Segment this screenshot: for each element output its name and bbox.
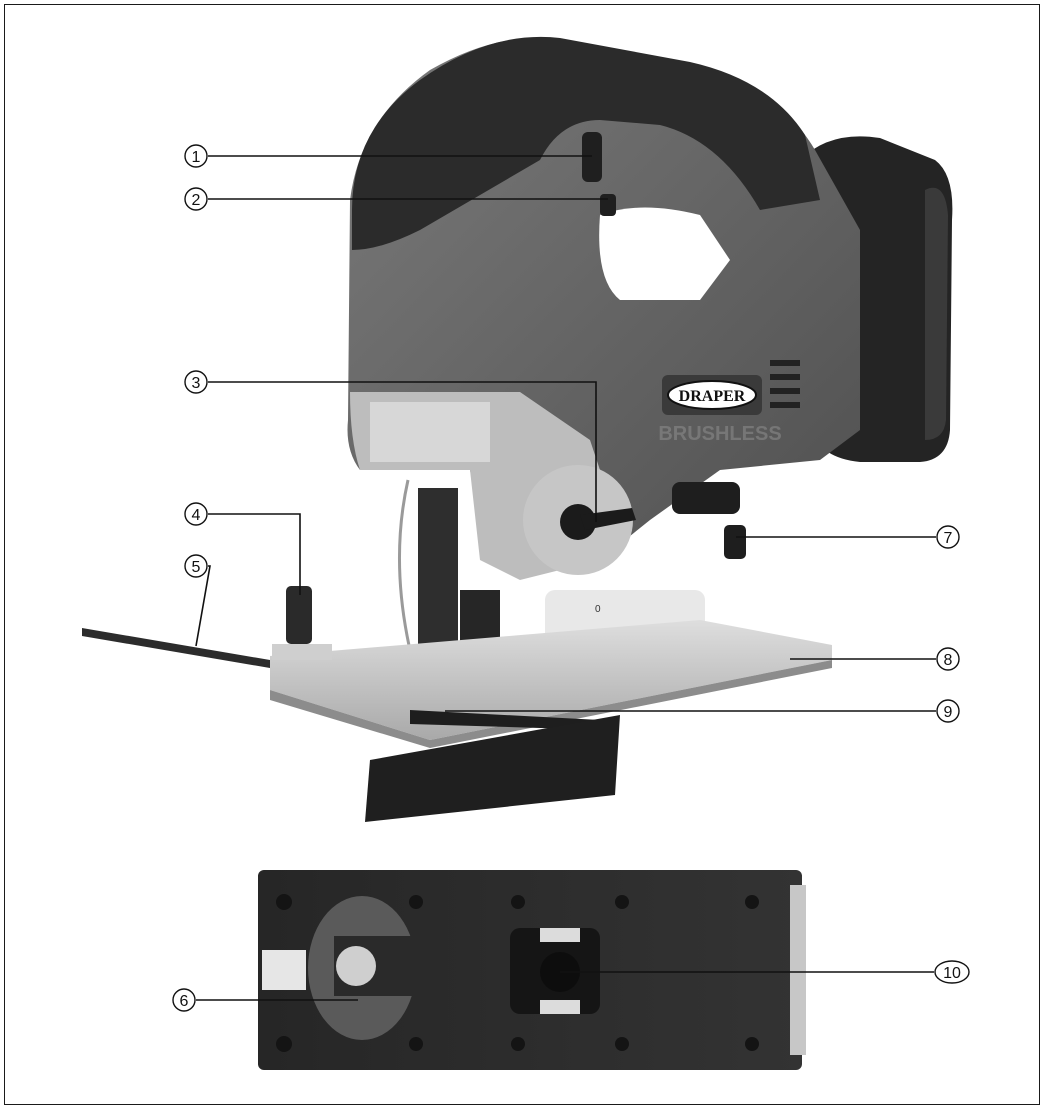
orbital-lever bbox=[580, 508, 636, 530]
callout-6: 6 bbox=[172, 988, 196, 1012]
bevel-zero-label: 0 bbox=[595, 604, 601, 615]
logo-oval bbox=[667, 380, 757, 410]
callout-2: 2 bbox=[184, 187, 208, 211]
blade-slot bbox=[262, 950, 306, 990]
callout-9: 9 bbox=[936, 699, 960, 723]
svg-text:2: 2 bbox=[192, 192, 201, 209]
base-edge bbox=[790, 885, 806, 1055]
callout-5: 5 bbox=[184, 554, 208, 578]
svg-text:9: 9 bbox=[944, 704, 953, 721]
trigger-lock-button bbox=[582, 132, 602, 182]
dust-port-lever bbox=[724, 525, 746, 559]
trigger-switch bbox=[600, 194, 616, 216]
mounting-holes bbox=[276, 894, 759, 1052]
svg-text:4: 4 bbox=[192, 507, 201, 524]
safety-guard-wire bbox=[398, 479, 412, 651]
speed-dial bbox=[672, 482, 740, 514]
brushless-text: BRUSHLESS bbox=[658, 423, 781, 445]
svg-text:6: 6 bbox=[180, 993, 189, 1010]
handle-grip bbox=[352, 36, 820, 251]
svg-text:5: 5 bbox=[192, 559, 201, 576]
callout-3: 3 bbox=[184, 370, 208, 394]
guide-fence bbox=[365, 715, 620, 822]
blade-clamp-roller bbox=[336, 946, 376, 986]
orbital-lever-knob bbox=[560, 504, 596, 540]
guide-clamp bbox=[272, 644, 332, 660]
guide-lock-screw bbox=[286, 586, 312, 644]
svg-text:3: 3 bbox=[192, 375, 201, 392]
callout-4: 4 bbox=[184, 502, 208, 526]
callout-8: 8 bbox=[936, 647, 960, 671]
front-window bbox=[370, 402, 490, 462]
callout-lines bbox=[195, 155, 936, 1001]
callout-7: 7 bbox=[936, 525, 960, 549]
handle-opening bbox=[599, 207, 730, 300]
guide-rail-extension bbox=[410, 710, 605, 730]
svg-text:7: 7 bbox=[944, 530, 953, 547]
svg-text:1: 1 bbox=[192, 149, 201, 166]
logo-text: DRAPER bbox=[679, 388, 746, 405]
jigsaw-bottom-view bbox=[258, 870, 806, 1070]
parallel-guide-rail bbox=[82, 628, 270, 668]
base-plate bbox=[270, 620, 832, 740]
callouts: 1 2 3 4 5 6 7 8 bbox=[172, 144, 970, 1012]
callout-10: 10 bbox=[934, 960, 970, 984]
jigsaw-side-view: DRAPER BRUSHLESS 0 bbox=[82, 36, 953, 822]
svg-text:10: 10 bbox=[943, 965, 961, 982]
callout-1: 1 bbox=[184, 144, 208, 168]
blade-holder bbox=[418, 488, 458, 648]
battery-grip bbox=[925, 187, 948, 440]
motor-vents bbox=[770, 360, 800, 408]
svg-text:8: 8 bbox=[944, 652, 953, 669]
